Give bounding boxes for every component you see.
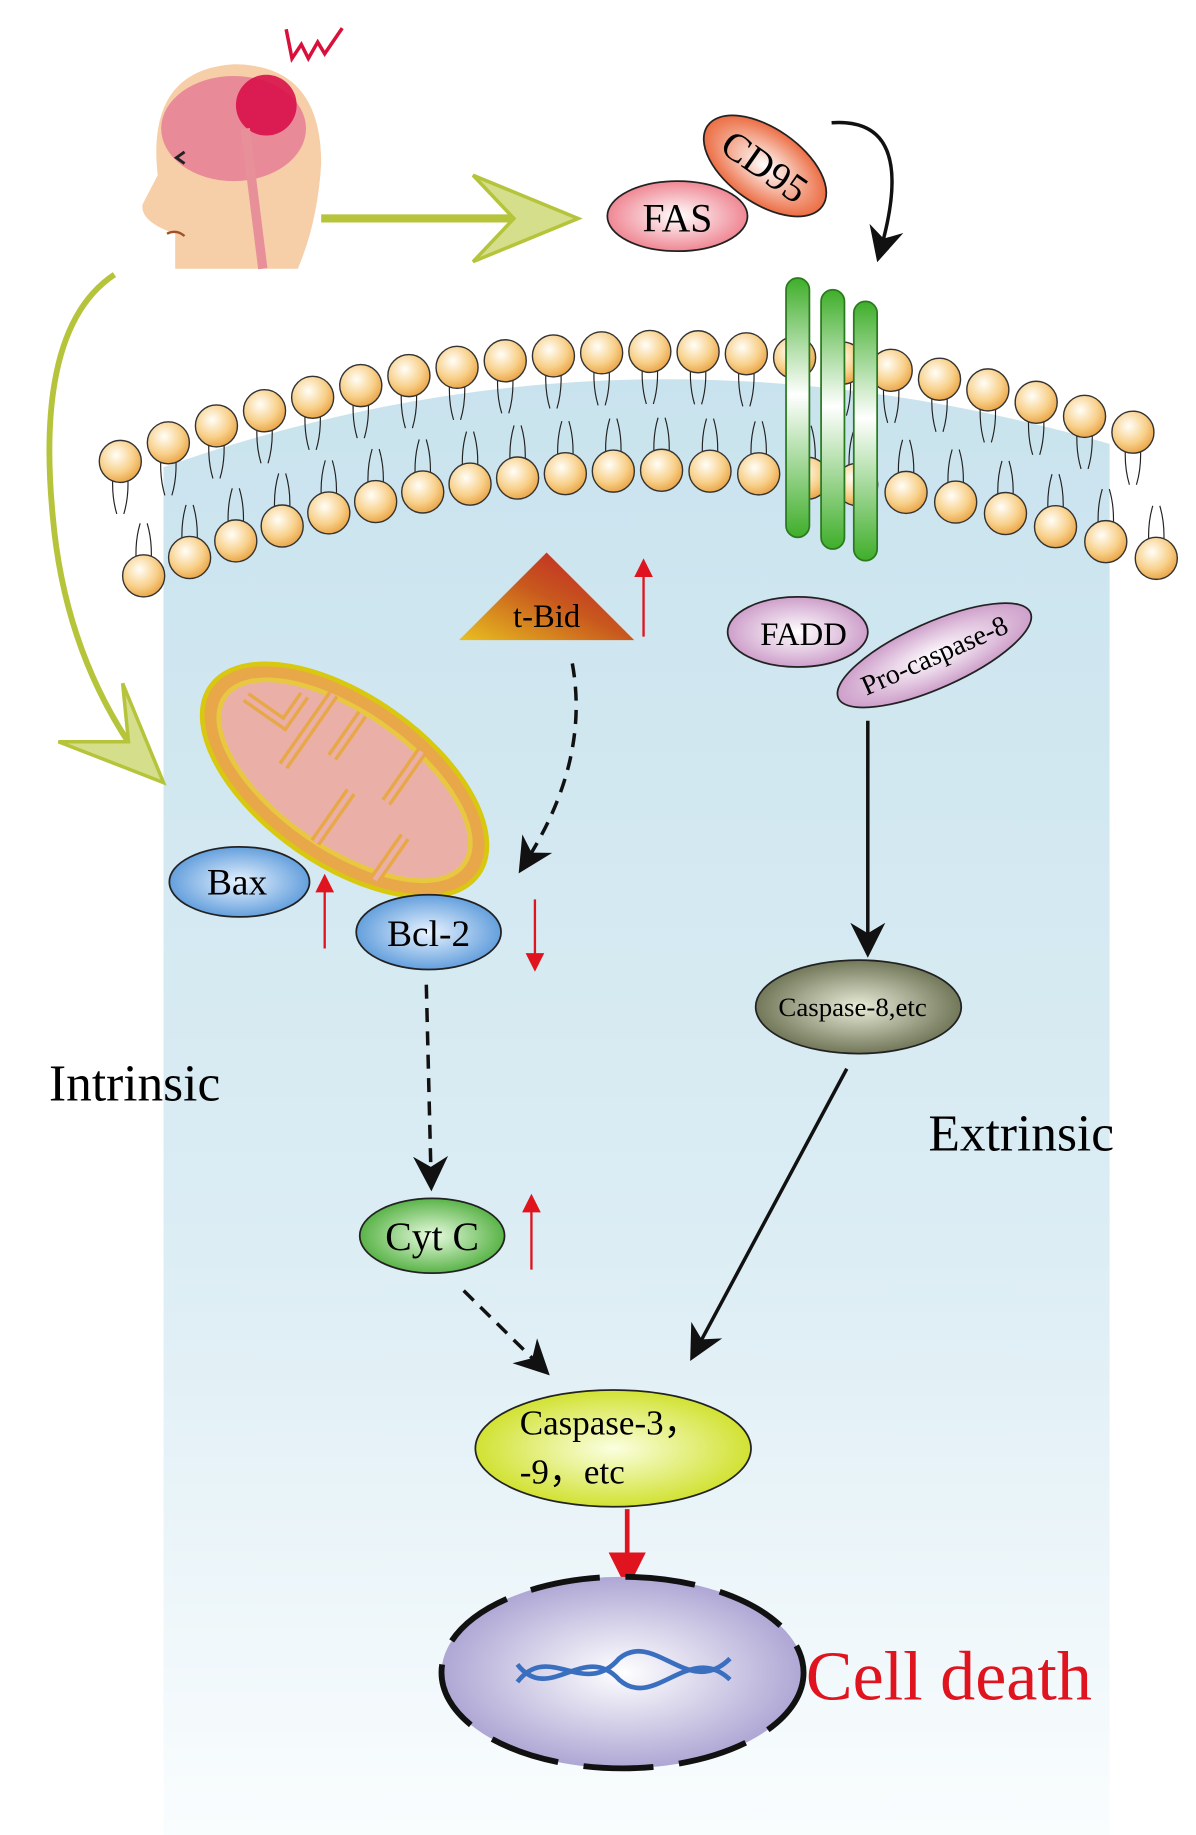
lipid-head	[214, 519, 258, 563]
lipid-head	[290, 375, 335, 420]
binding-arrow	[831, 120, 904, 263]
lipid-head	[146, 421, 191, 465]
lipid-head	[1111, 410, 1155, 454]
lipid-head	[736, 452, 781, 496]
lipid-head	[98, 439, 143, 484]
lipid-head	[167, 535, 212, 580]
lipid-head	[983, 491, 1028, 536]
lipid-head	[639, 448, 684, 492]
lipid-head	[242, 389, 287, 433]
fas-label: FAS	[642, 196, 712, 240]
fas-ligand: FAS	[606, 180, 749, 253]
bax-label: Bax	[207, 863, 268, 904]
dna-icon	[515, 1649, 732, 1691]
lipid-head	[387, 353, 431, 398]
cyt-c-label: Cyt C	[385, 1215, 479, 1259]
lipid-head	[448, 462, 492, 506]
caspase-9-label: -9，etc	[520, 1452, 625, 1491]
bcl-2: Bcl-2	[355, 893, 502, 971]
intrinsic-label: Intrinsic	[49, 1055, 220, 1112]
mitochondrion	[199, 661, 490, 899]
caspase-3-9: Caspase-3， -9，etc	[474, 1389, 752, 1508]
lipid-head	[676, 330, 720, 374]
lipid-head	[724, 332, 769, 376]
lipid-head	[688, 449, 732, 493]
nucleus	[438, 1573, 807, 1772]
lipid-head	[543, 451, 588, 496]
lipid-head	[1062, 394, 1107, 439]
lipid-head	[917, 357, 962, 401]
lipid-head	[495, 456, 540, 500]
caspase-8: Caspase-8,etc	[754, 959, 963, 1055]
t-bid-label: t-Bid	[513, 599, 580, 635]
lipid-head	[579, 331, 624, 375]
lipid-head	[435, 345, 479, 390]
lipid-head	[401, 470, 445, 514]
caspase-8-to-caspase-3-arrow	[690, 1067, 849, 1362]
pathway-arrow-extrinsic	[321, 173, 583, 264]
pathway-arrow-intrinsic	[46, 272, 167, 786]
lipid-head	[531, 334, 576, 378]
lipid-head	[260, 504, 304, 548]
cyt-c-to-caspase-3-arrow	[462, 1289, 550, 1376]
bax: Bax	[168, 845, 311, 918]
lipid-head	[933, 480, 978, 524]
cell-membrane	[98, 329, 1179, 598]
lipid-head	[628, 329, 672, 374]
fadd: FADD	[726, 596, 869, 668]
lipid-head	[884, 470, 928, 515]
fadd-label: FADD	[760, 617, 847, 653]
lipid-head	[121, 554, 166, 598]
death-receptor-complex	[785, 277, 879, 562]
lipid-head	[1014, 380, 1058, 425]
cell-death-label: Cell death	[806, 1638, 1092, 1715]
lipid-head	[1134, 536, 1179, 581]
lipid-head	[1033, 504, 1078, 549]
t-bid: t-Bid	[459, 552, 635, 641]
bcl-2-to-cyt-c-arrow	[413, 984, 449, 1192]
lipid-head	[339, 363, 383, 408]
caspase-8-label: Caspase-8,etc	[778, 992, 926, 1022]
lipid-head	[307, 491, 351, 535]
lipid-head	[353, 479, 398, 524]
lipid-head	[1084, 519, 1128, 564]
lipid-head	[966, 368, 1010, 412]
cyt-c: Cyt C	[358, 1197, 506, 1275]
bcl-2-label: Bcl-2	[387, 914, 470, 955]
caspase-3-label: Caspase-3，	[520, 1403, 699, 1442]
lipid-head	[591, 449, 636, 493]
lipid-head	[194, 404, 239, 448]
lipid-head	[483, 339, 527, 383]
t-bid-to-bcl-2-arrow	[518, 663, 578, 874]
head-injury-icon	[142, 27, 344, 270]
extrinsic-label: Extrinsic	[929, 1106, 1114, 1163]
